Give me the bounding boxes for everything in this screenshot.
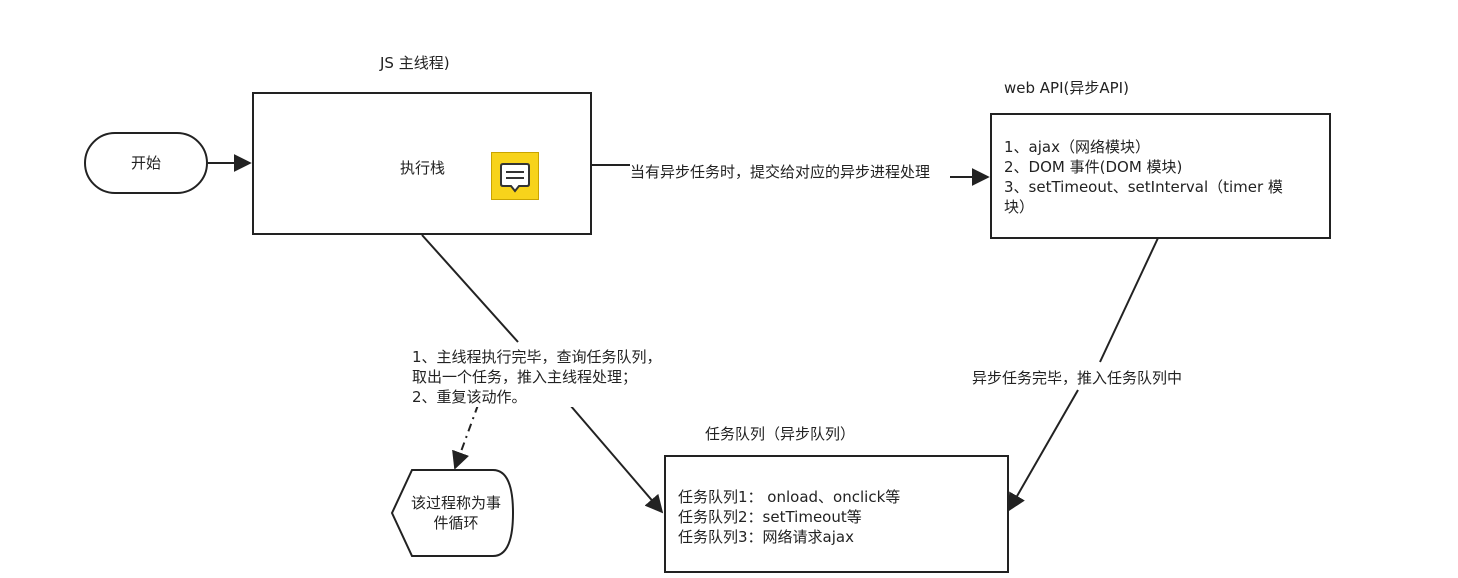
arrow-note-to-eventloop (452, 404, 479, 470)
event-loop-label: 该过程称为事 件循环 (404, 493, 508, 533)
label-async-done: 异步任务完毕，推入任务队列中 (972, 369, 1183, 387)
queue-line-2: 任务队列2：setTimeout等 (678, 508, 862, 526)
line-stack-to-note (421, 234, 519, 343)
web-api-line-4: 块） (1004, 198, 1035, 216)
main-thread-title: JS 主线程) (380, 54, 450, 72)
loop-note-line-1: 1、主线程执行完毕，查询任务队列， (412, 348, 662, 366)
queue-line-3: 任务队列3：网络请求ajax (678, 528, 854, 546)
start-label: 开始 (130, 154, 161, 172)
start-node: 开始 (84, 132, 208, 194)
arrow-note-to-queue (569, 404, 664, 514)
web-api-title: web API(异步API) (1004, 79, 1129, 97)
arrow-webapi-to-queue-lower (1008, 389, 1079, 512)
event-loop-shape (390, 469, 515, 557)
web-api-line-1: 1、ajax（网络模块） (1004, 138, 1150, 156)
web-api-line-2: 2、DOM 事件(DOM 模块) (1004, 158, 1183, 176)
label-loop-note: 1、主线程执行完毕，查询任务队列， 取出一个任务，推入主线程处理； 2、重复该动… (412, 347, 662, 407)
loop-note-line-3: 2、重复该动作。 (412, 388, 527, 406)
queue-line-1: 任务队列1： onload、onclick等 (678, 488, 901, 506)
queue-title: 任务队列（异步队列） (705, 425, 856, 443)
loop-note-line-2: 取出一个任务，推入主线程处理； (412, 368, 638, 386)
event-loop-line-2: 件循环 (433, 514, 479, 532)
main-thread-box: 执行栈 (252, 92, 592, 235)
queue-lines: 任务队列1： onload、onclick等 任务队列2：setTimeout等… (678, 487, 900, 547)
event-loop-line-1: 该过程称为事 (410, 494, 501, 512)
stack-label: 执行栈 (400, 159, 446, 177)
task-queue-box: 任务队列1： onload、onclick等 任务队列2：setTimeout等… (664, 455, 1009, 573)
label-submit-async: 当有异步任务时，提交给对应的异步进程处理 (630, 163, 931, 181)
web-api-lines: 1、ajax（网络模块） 2、DOM 事件(DOM 模块) 3、setTimeo… (1004, 137, 1283, 217)
comment-note-icon (491, 152, 539, 200)
web-api-line-3: 3、setTimeout、setInterval（timer 模 (1004, 178, 1283, 196)
web-api-box: 1、ajax（网络模块） 2、DOM 事件(DOM 模块) 3、setTimeo… (990, 113, 1331, 239)
line-webapi-to-queue-upper (1099, 237, 1159, 363)
